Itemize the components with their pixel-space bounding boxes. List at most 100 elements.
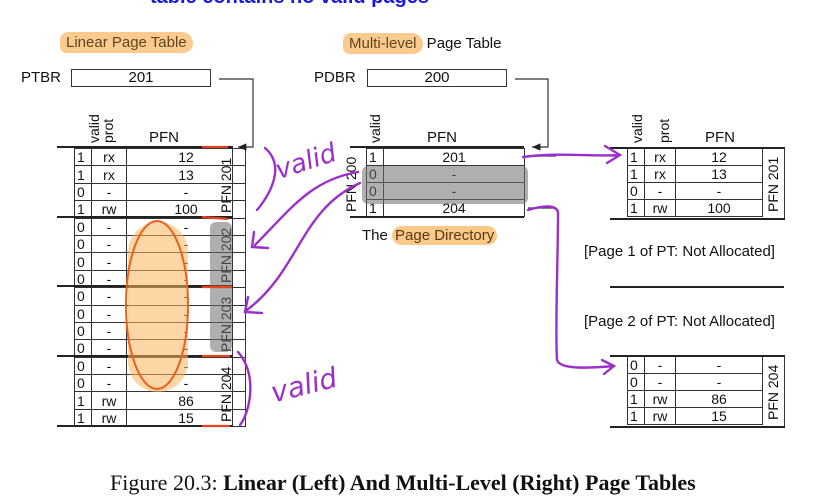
dir-page-label: PFN 200 xyxy=(343,156,359,212)
linear-table-cell: 0 xyxy=(74,321,92,341)
pt0-table-cell: 13 xyxy=(675,165,763,183)
pt0-table-cell: - xyxy=(644,182,676,200)
linear-table-cell: 0 xyxy=(74,304,92,323)
pt0-table-cell: 12 xyxy=(675,148,763,166)
page-directory-caption: The Page Directory xyxy=(362,226,498,245)
linear-table-cell: 0 xyxy=(74,356,92,376)
linear-title-highlight: Linear Page Table xyxy=(60,32,193,53)
linear-table-cell: rw xyxy=(91,391,127,410)
pt0-col-prot: prot xyxy=(656,118,672,143)
ptbr-value: 201 xyxy=(71,69,211,87)
pt3-table-cell: rw xyxy=(644,390,676,408)
figure-caption: Figure 20.3: Linear (Left) And Multi-Lev… xyxy=(110,470,696,496)
linear-table-cell: 0 xyxy=(74,374,92,393)
linear-table-cell: rx xyxy=(91,147,127,167)
pdbr-value: 200 xyxy=(367,69,507,87)
linear-page-boundary xyxy=(57,215,233,218)
linear-table-cell: - xyxy=(91,321,127,341)
pt3-table-row: 0-- xyxy=(627,356,763,374)
linear-page-label: PFN 201 xyxy=(218,157,234,213)
pt0-table-cell: rx xyxy=(644,165,676,183)
multilevel-table-title: Multi-level Page Table xyxy=(343,33,502,54)
pt3-table-row: 0-- xyxy=(627,373,763,391)
multilevel-title-highlight: Multi-level xyxy=(343,33,423,54)
gray-smudge-left xyxy=(210,222,232,352)
pdbr-label: PDBR xyxy=(314,69,356,86)
pt0-table-boundary xyxy=(610,147,785,149)
pt-page-1-not-allocated: [Page 1 of PT: Not Allocated] xyxy=(584,243,775,260)
dir-table-cell: 201 xyxy=(383,148,525,166)
linear-table-cell: 0 xyxy=(74,217,92,236)
pt0-table-cell: 1 xyxy=(627,199,645,217)
linear-col-pfn: PFN xyxy=(149,129,179,146)
pt3-table-cell: 0 xyxy=(627,373,645,391)
multilevel-title-rest: Page Table xyxy=(422,35,502,52)
linear-table-cell: 12 xyxy=(126,147,246,167)
ink-bracket-top xyxy=(255,146,277,212)
ptbr-label: PTBR xyxy=(21,69,62,86)
dir-col-valid: valid xyxy=(367,114,383,143)
pt0-table-cell: 1 xyxy=(627,148,645,166)
pt0-table-cell: - xyxy=(675,182,763,200)
pt3-table-right-border xyxy=(784,356,785,426)
linear-table-cell: 100 xyxy=(126,200,246,219)
pt3-table-cell: 1 xyxy=(627,390,645,408)
linear-table-cell: - xyxy=(91,356,127,376)
pt0-table-label: PFN 201 xyxy=(765,156,781,212)
ink-arrow-pt3 xyxy=(526,205,617,376)
pt3-table-cell: rw xyxy=(644,407,676,425)
linear-table-cell: - xyxy=(91,234,127,254)
linear-page-label: PFN 204 xyxy=(218,366,234,422)
pt3-table-boundary xyxy=(610,426,785,428)
figure-caption-prefix: Figure 20.3: xyxy=(110,470,224,495)
linear-table-cell: 0 xyxy=(74,182,92,202)
linear-table-cell: 0 xyxy=(74,287,92,306)
gray-smudge-directory xyxy=(362,166,528,204)
linear-table-cell: 1 xyxy=(74,391,92,410)
pt3-table-cell: 0 xyxy=(627,356,645,374)
pt0-table-cell: 0 xyxy=(627,182,645,200)
pdbr-connector xyxy=(515,78,549,151)
dir-table-cell: 1 xyxy=(366,148,384,166)
pt3-table-cell: 1 xyxy=(627,407,645,425)
linear-table-cell: - xyxy=(91,304,127,323)
linear-table-cell: 1 xyxy=(74,147,92,167)
dir-boundary xyxy=(350,146,524,148)
pt0-col-valid: valid xyxy=(629,114,645,143)
pt3-table-label: PFN 204 xyxy=(765,364,781,420)
linear-table-cell: - xyxy=(91,217,127,236)
linear-table-cell: 0 xyxy=(74,252,92,271)
pt3-table-cell: - xyxy=(644,356,676,374)
figure-caption-title: Linear (Left) And Multi-Level (Right) Pa… xyxy=(223,470,696,495)
orange-highlight-smudge xyxy=(128,222,188,392)
ptbr-connector xyxy=(219,78,254,151)
linear-table-cell: - xyxy=(91,252,127,271)
pt0-col-pfn: PFN xyxy=(705,129,735,146)
pt3-table-cell: - xyxy=(675,356,763,374)
separator-line xyxy=(610,286,784,288)
pt-page-2-not-allocated: [Page 2 of PT: Not Allocated] xyxy=(584,313,775,330)
pt0-table-cell: rw xyxy=(644,199,676,217)
pt0-table-cell: rx xyxy=(644,148,676,166)
linear-col-prot: prot xyxy=(100,118,116,143)
pt0-table-cell: 1 xyxy=(627,165,645,183)
ink-valid-bottom: valid xyxy=(267,361,340,409)
pt0-table-boundary xyxy=(610,218,785,220)
linear-table-cell: rx xyxy=(91,165,127,184)
linear-page-boundary xyxy=(57,146,233,148)
pt3-table-cell: 86 xyxy=(675,390,763,408)
linear-table-cell: - xyxy=(91,287,127,306)
dir-col-pfn: PFN xyxy=(427,129,457,146)
linear-table-cell: - xyxy=(91,182,127,202)
pt3-table-cell: 15 xyxy=(675,407,763,425)
pt0-table-row: 0-- xyxy=(627,182,763,200)
